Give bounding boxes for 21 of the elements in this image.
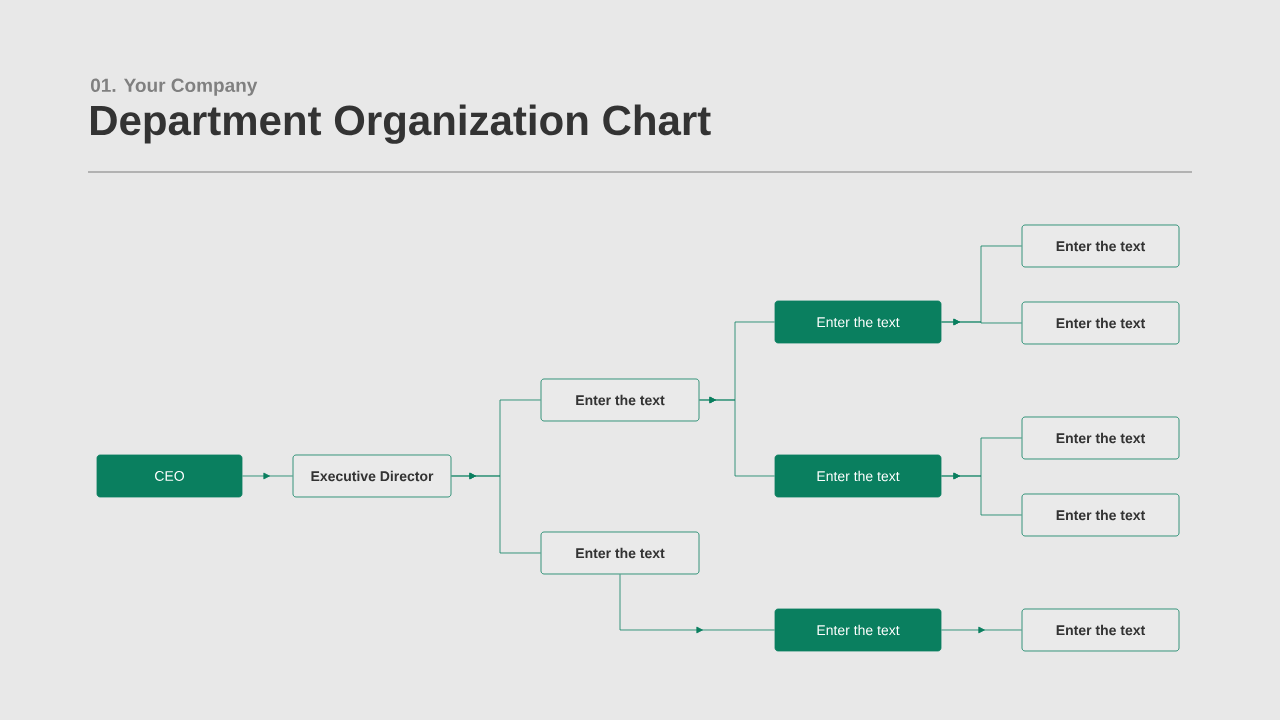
subtitle: 01. Your Company (90, 78, 258, 96)
connector-arrow (619, 574, 775, 634)
connector-arrow (451, 472, 541, 554)
role-box: Enter the text (540, 378, 700, 422)
role-box: Executive Director (292, 454, 452, 498)
role-box: Enter the text (1021, 301, 1180, 345)
role-box: Enter the text (774, 454, 942, 498)
connector-arrow (941, 472, 1022, 516)
role-box: Enter the text (1021, 224, 1180, 268)
title: Department Organization Chart (91, 104, 711, 144)
role-box: Enter the text (540, 531, 700, 575)
connector-arrow (242, 472, 293, 480)
role-box: Enter the text (1021, 608, 1180, 652)
role-box: Enter the text (774, 300, 942, 344)
connector-arrow (941, 318, 1022, 326)
role-box: Enter the text (774, 608, 942, 652)
connector-arrow (941, 626, 1022, 634)
role-box: CEO (96, 454, 243, 498)
role-box: Enter the text (1021, 416, 1180, 460)
connector-arrow (699, 396, 775, 477)
role-box: Enter the text (1021, 493, 1180, 537)
